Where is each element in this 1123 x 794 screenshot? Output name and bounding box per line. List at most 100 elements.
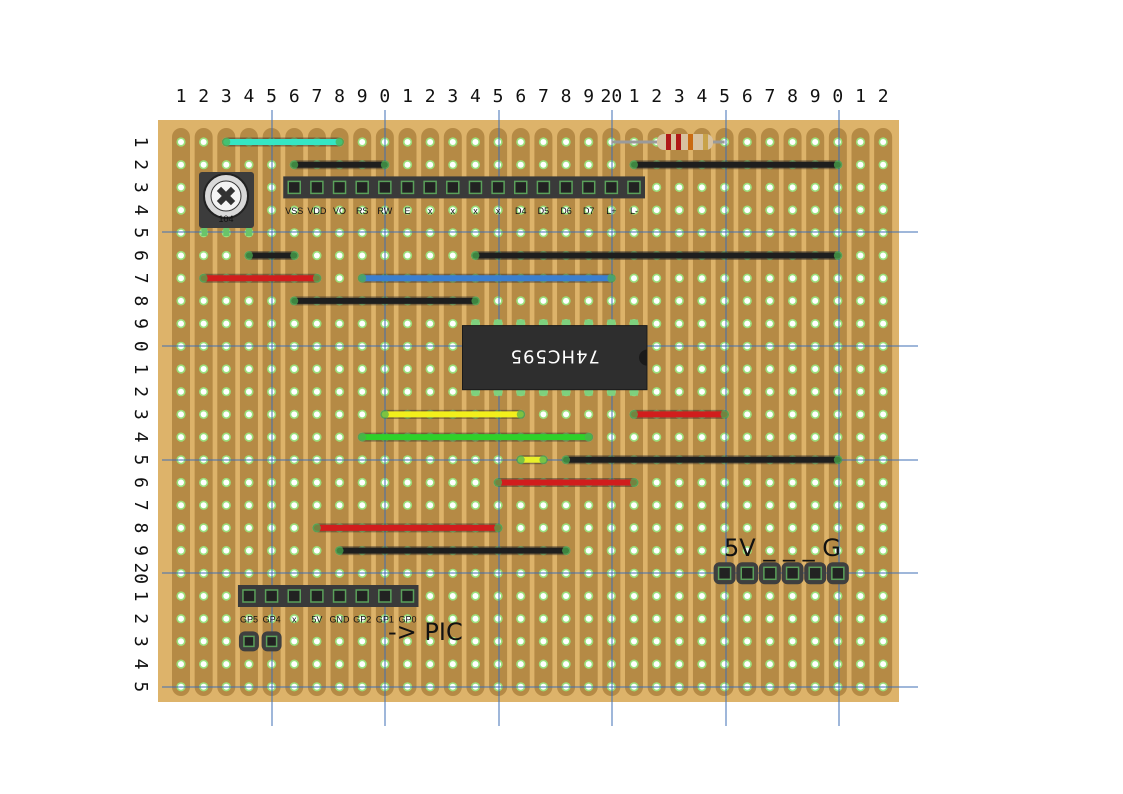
hole	[608, 638, 615, 645]
hole	[449, 479, 456, 486]
lcd-header-pins	[287, 180, 641, 195]
hole	[721, 434, 728, 441]
pic-header-pins	[242, 589, 415, 603]
hole	[766, 275, 773, 282]
hole	[653, 275, 660, 282]
pic-pin-label: x	[292, 615, 297, 625]
hole	[676, 366, 683, 372]
row-label: 0	[130, 341, 151, 352]
hole	[857, 229, 864, 236]
hole	[721, 502, 728, 509]
hole	[245, 434, 252, 441]
hole	[563, 502, 570, 509]
hole	[313, 615, 320, 622]
column-label: 8	[334, 86, 345, 107]
ic-legs	[471, 319, 638, 396]
column-label: 4	[470, 86, 481, 107]
hole	[585, 547, 592, 554]
copper-strips	[172, 128, 893, 696]
hole	[223, 524, 230, 531]
hole	[744, 661, 751, 668]
column-label: 9	[583, 86, 594, 107]
hole	[359, 229, 366, 236]
hole	[721, 184, 728, 191]
hole	[857, 547, 864, 554]
hole	[359, 207, 366, 214]
hole	[834, 524, 841, 531]
pic-pin-label: GP4	[263, 615, 281, 625]
hole	[744, 547, 751, 554]
hole	[812, 593, 819, 599]
hole	[585, 161, 592, 168]
hole	[766, 388, 773, 395]
hole	[404, 366, 411, 372]
row-label: 7	[130, 273, 151, 284]
row-label: 5	[130, 681, 151, 692]
lcd-pin-label: L+	[606, 206, 616, 216]
hole	[200, 139, 207, 145]
black-wire-2-end	[630, 160, 638, 169]
hole	[245, 320, 252, 327]
hole	[698, 366, 705, 372]
red-wire-2-end	[630, 410, 638, 419]
hole	[676, 479, 683, 486]
hole	[585, 661, 592, 668]
hole	[517, 207, 524, 214]
lcd-pin	[559, 180, 573, 195]
lcd-pin-label: x	[428, 206, 433, 216]
hole	[563, 207, 570, 214]
lcd-pin-label: VDD	[307, 206, 327, 216]
hole	[631, 593, 637, 599]
hole	[608, 615, 615, 622]
hole	[336, 434, 343, 441]
hole	[495, 297, 502, 304]
hole	[313, 411, 320, 418]
column-label: 3	[221, 86, 232, 107]
hole	[336, 615, 343, 622]
pic-pin	[378, 589, 392, 603]
hole	[880, 139, 887, 145]
lcd-pin-label: L-	[630, 206, 638, 216]
hole	[653, 184, 660, 191]
hole	[880, 479, 887, 486]
hole	[631, 638, 637, 645]
hole	[789, 411, 796, 418]
hole	[789, 229, 796, 236]
hole	[291, 502, 298, 509]
lcd-pin-label: D7	[583, 206, 595, 216]
row-label: 5	[130, 227, 151, 238]
lcd-pin	[491, 180, 505, 195]
hole	[291, 411, 298, 418]
hole	[563, 524, 570, 531]
hole	[404, 638, 411, 645]
ic-leg	[562, 385, 571, 396]
hole	[721, 479, 728, 486]
hole	[880, 547, 887, 554]
hole	[245, 524, 252, 531]
black-wire-5-end	[471, 296, 480, 305]
row-label: 4	[130, 432, 151, 443]
hole	[336, 502, 343, 509]
slot-bar	[216, 186, 236, 206]
hole	[834, 139, 841, 145]
hole	[223, 593, 230, 599]
hole	[789, 661, 796, 668]
hole	[313, 547, 320, 554]
hole	[834, 615, 841, 622]
hole	[744, 638, 751, 645]
potentiometer-leg	[223, 228, 230, 236]
hole	[313, 207, 320, 214]
hole	[676, 593, 683, 599]
hole	[857, 388, 864, 395]
hole	[178, 434, 184, 441]
hole	[245, 547, 252, 554]
hole	[698, 502, 705, 509]
ic-leg	[471, 319, 480, 330]
hole	[857, 434, 864, 441]
hole	[472, 593, 479, 599]
hole	[359, 252, 366, 259]
hole	[880, 524, 887, 531]
hole	[223, 252, 230, 259]
